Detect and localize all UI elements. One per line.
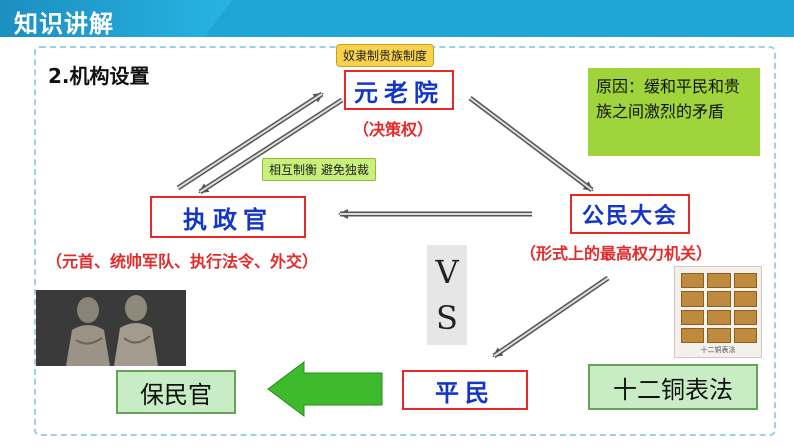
twelve-tables-caption: 十二铜表法: [700, 346, 736, 354]
assembly-name: 公民大会: [581, 204, 678, 229]
twelve-tables-box: 十二铜表法: [588, 364, 758, 410]
tribune-box: 保民官: [116, 370, 236, 414]
assembly-role: （形式上的最高权力机关）: [520, 244, 713, 263]
senate-box: 元老院: [344, 70, 454, 110]
senate-name: 元老院: [354, 78, 444, 107]
twelve-tables-image: 十二铜表法: [674, 266, 762, 358]
twelve-tables-name: 十二铜表法: [613, 375, 733, 404]
consul-name: 执政官: [183, 205, 273, 234]
balance-tag: 相互制衡 避免独裁: [262, 158, 376, 181]
header-tab: [0, 0, 232, 37]
header-title: 知识讲解: [14, 10, 114, 38]
arrow-plebs-to-tribune: [267, 361, 383, 417]
tribune-name: 保民官: [140, 380, 212, 409]
senate-role: （决策权）: [353, 120, 434, 139]
section-title: 2.机构设置: [48, 64, 150, 88]
reason-note: 原因：缓和平民和贵族之间激烈的矛盾: [588, 68, 760, 156]
vs-label: V S: [427, 245, 467, 345]
vs-v: V: [435, 253, 459, 291]
consul-box: 执政官: [150, 196, 306, 238]
consul-role: （元首、统帅军队、执行法令、外交）: [46, 252, 319, 271]
plebs-name: 平民: [435, 378, 495, 407]
tablet-grid: [681, 273, 757, 343]
statue-figures: [36, 290, 186, 366]
senate-tag: 奴隶制贵族制度: [336, 44, 435, 67]
plebs-box: 平民: [402, 370, 528, 410]
assembly-box: 公民大会: [570, 194, 690, 234]
vs-s: S: [436, 299, 458, 337]
statue-image: [36, 290, 186, 366]
header-bar: 知识讲解: [0, 0, 794, 38]
